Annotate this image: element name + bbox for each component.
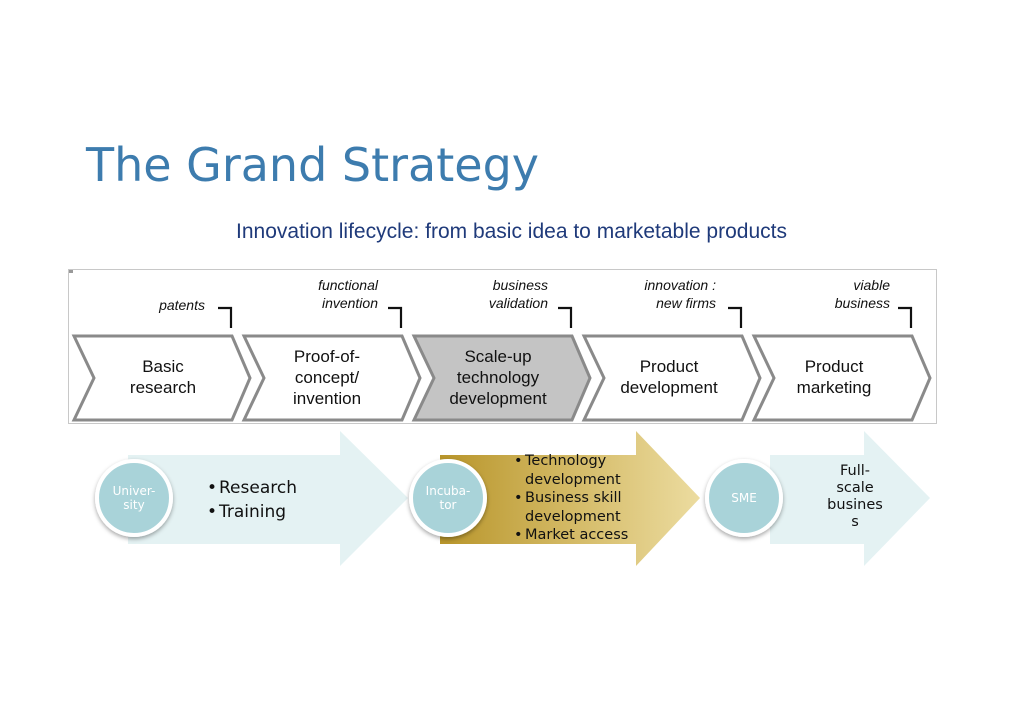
page-title: The Grand Strategy: [86, 138, 539, 192]
stage-label-product-development: Product development: [620, 357, 718, 397]
incubator-arrow: [440, 431, 700, 566]
milestone-bracket: [218, 306, 233, 328]
milestone-patents: patents: [159, 297, 205, 313]
incubator-label: Incuba- tor: [425, 484, 471, 512]
university-arrow: [128, 431, 408, 566]
milestone-bracket: [728, 306, 743, 328]
sme-arrow: [770, 431, 930, 566]
list-item: •Technology development: [514, 453, 621, 488]
milestone-new-firms: innovation : new firms: [644, 277, 716, 311]
stage-label-product-marketing: Product marketing: [796, 357, 872, 397]
stage-label-scale-up: Scale-up technology development: [449, 347, 547, 408]
panel-marker: [69, 270, 73, 273]
stage-chevron-2: [241, 334, 422, 422]
sme-output-label: Full- scale busines s: [827, 463, 883, 530]
list-item: •Market access: [514, 527, 629, 543]
stage-chevron-1: [71, 334, 252, 422]
incubator-activities: •Technology development •Business skill …: [514, 452, 664, 545]
page-subtitle: Innovation lifecycle: from basic idea to…: [236, 220, 787, 243]
milestone-bracket: [558, 306, 573, 328]
stage-label-basic-research: Basic research: [129, 357, 197, 397]
milestone-bracket: [388, 306, 403, 328]
stage-chevron-3: [411, 334, 592, 422]
university-circle: [95, 459, 173, 537]
list-item: •Research: [207, 478, 297, 498]
sme-label: SME: [731, 491, 757, 505]
stage-label-proof-of-concept: Proof-of- concept/ invention: [292, 347, 362, 408]
milestone-bracket: [898, 306, 913, 328]
sme-circle: [705, 459, 783, 537]
stage-chevron-4: [581, 334, 762, 422]
incubator-circle: [409, 459, 487, 537]
list-item: •Training: [207, 502, 287, 522]
milestone-functional-invention: functional invention: [318, 277, 378, 311]
university-activities: •Research •Training: [207, 476, 297, 524]
university-label: Univer- sity: [112, 484, 156, 512]
milestone-business-validation: business validation: [488, 277, 548, 311]
milestone-viable-business: viable business: [834, 277, 890, 311]
list-item: •Business skill development: [514, 490, 622, 525]
stage-chevron-5: [751, 334, 932, 422]
